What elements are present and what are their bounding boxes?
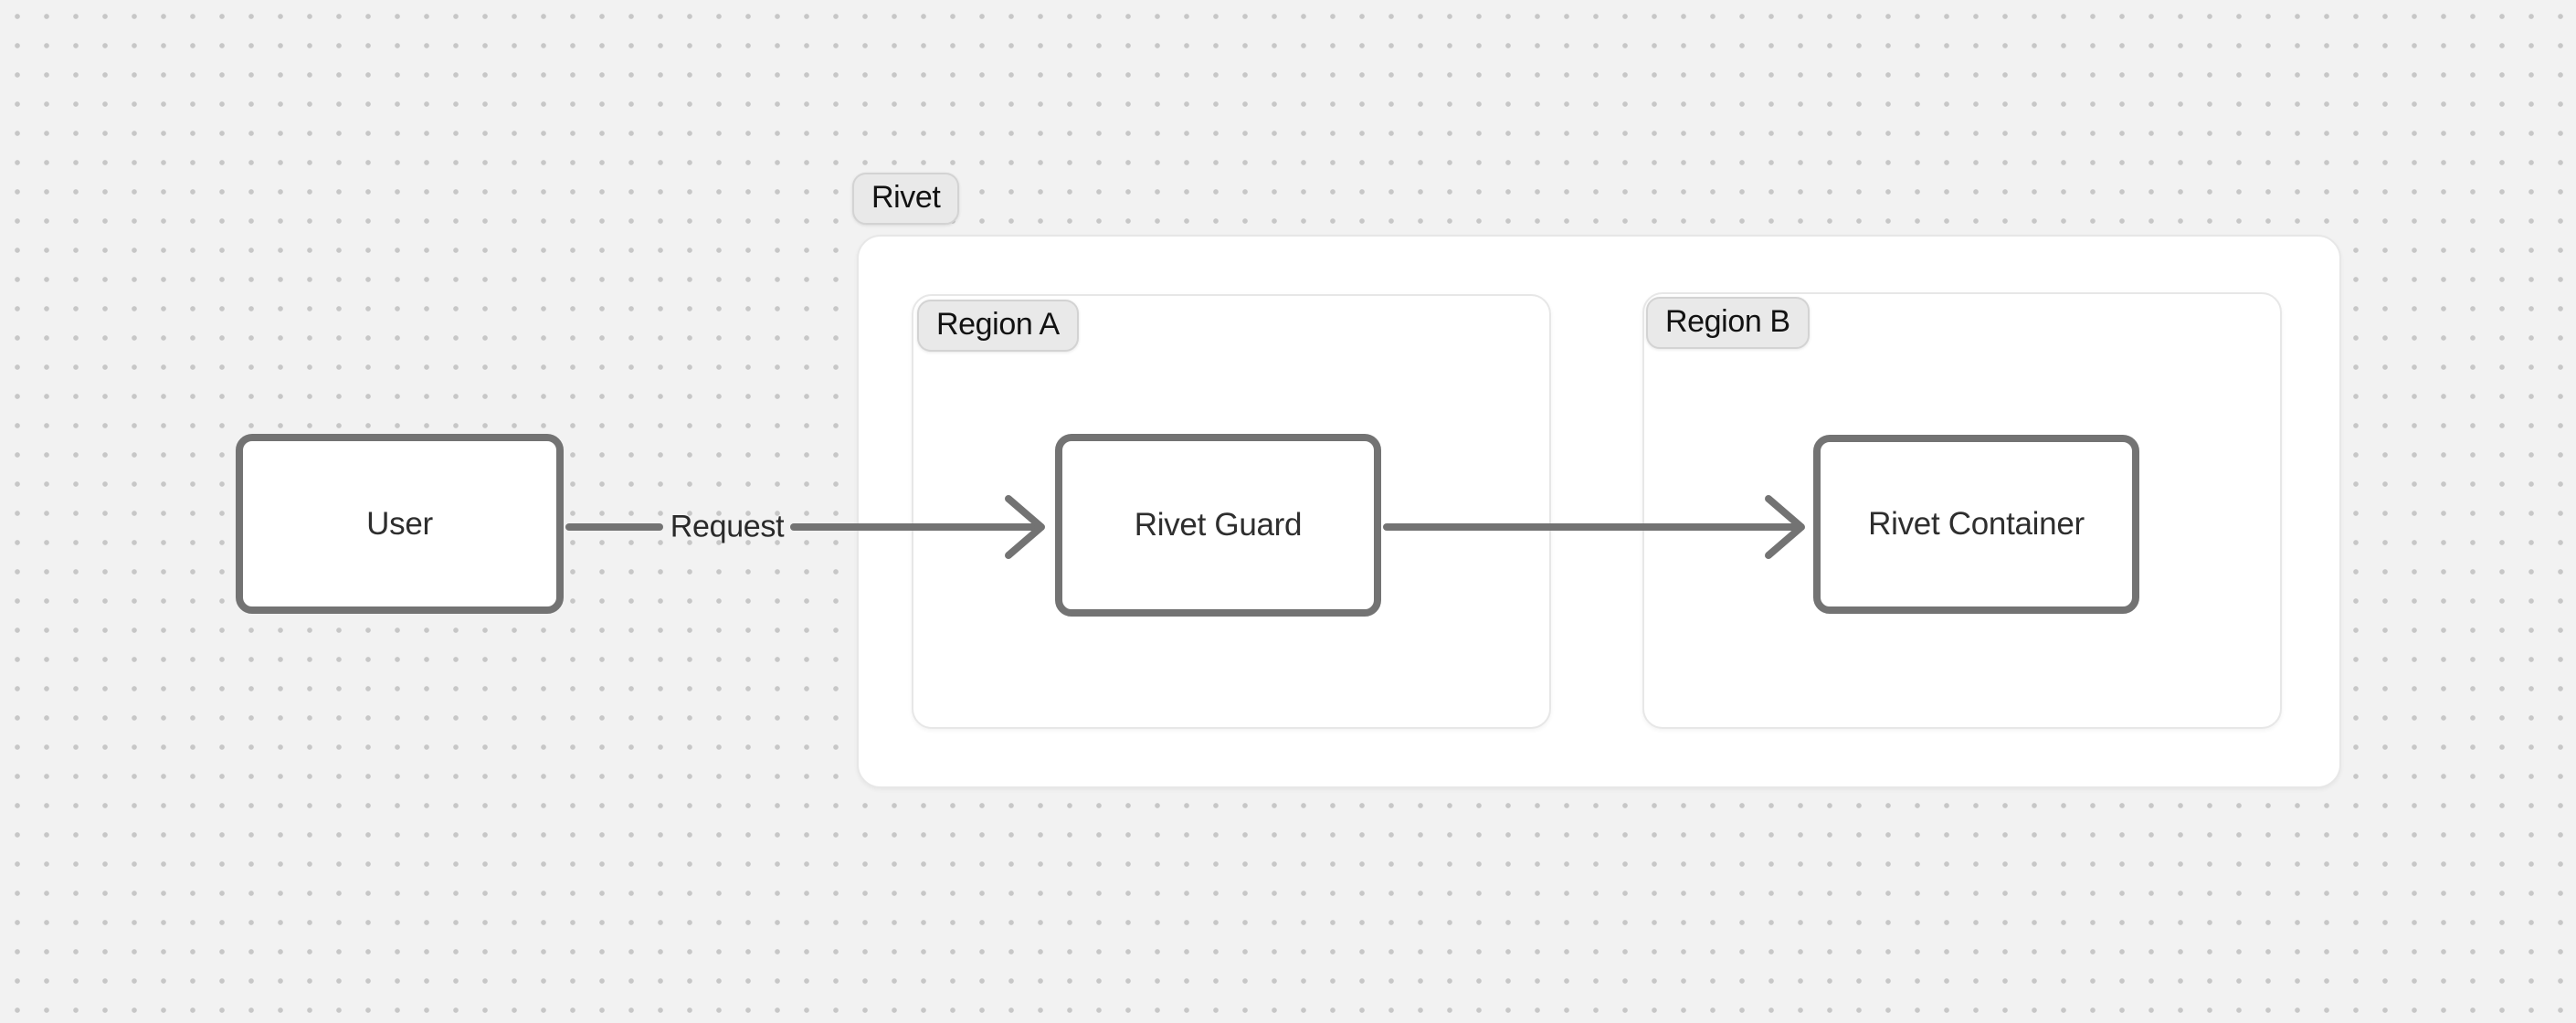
edge-request-label: Request bbox=[670, 509, 785, 544]
group-region-a-label-text: Region A bbox=[936, 307, 1060, 342]
group-region-b-label: Region B bbox=[1646, 297, 1810, 349]
group-region-a-label: Region A bbox=[917, 300, 1079, 352]
group-region-b-label-text: Region B bbox=[1665, 304, 1790, 339]
node-rivet-guard: Rivet Guard bbox=[1055, 434, 1381, 617]
node-user-label: User bbox=[366, 505, 433, 542]
node-rivet-guard-label: Rivet Guard bbox=[1134, 507, 1303, 543]
group-rivet-label-text: Rivet bbox=[871, 180, 941, 215]
node-rivet-container: Rivet Container bbox=[1813, 435, 2139, 614]
group-rivet-label: Rivet bbox=[852, 173, 960, 225]
node-user: User bbox=[236, 434, 564, 614]
node-rivet-container-label: Rivet Container bbox=[1868, 506, 2085, 542]
